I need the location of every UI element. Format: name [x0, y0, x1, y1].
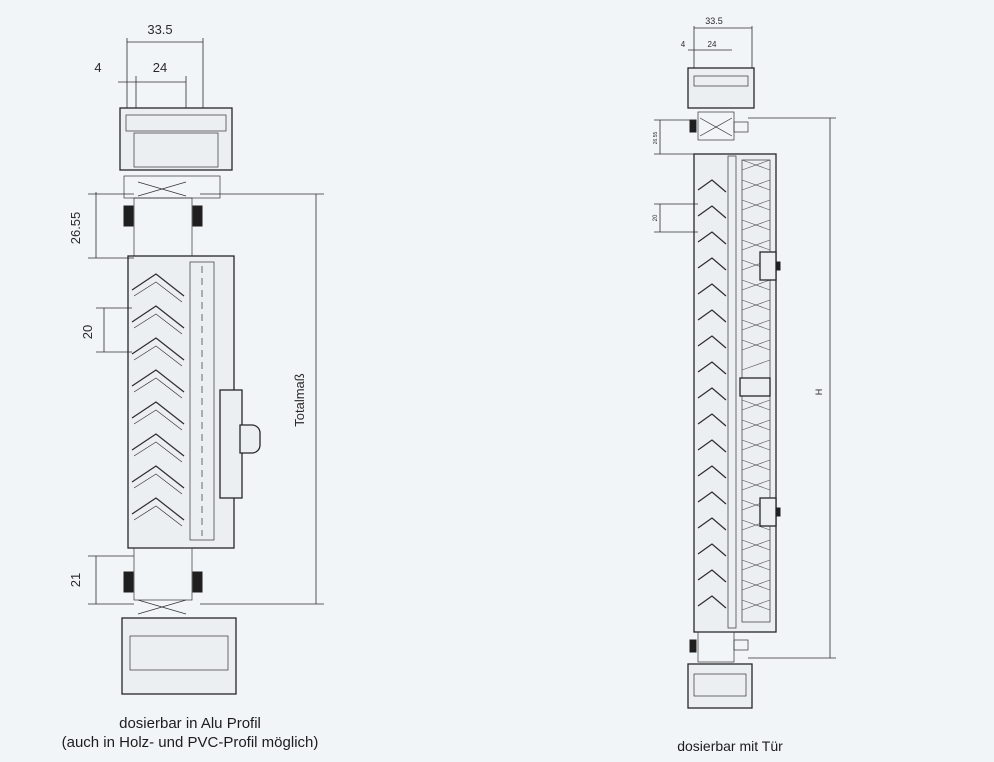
left-dim-20-label: 20 [80, 325, 95, 339]
left-louvres [131, 273, 185, 527]
left-caption: dosierbar in Alu Profil (auch in Holz- u… [20, 714, 360, 752]
left-cassette-body [127, 255, 261, 549]
left-dim-4-24: 4 24 [94, 60, 187, 108]
left-dim-totalmass: Totalmaß [292, 373, 307, 427]
right-dim-26-55-label: 26.55 [653, 132, 659, 145]
right-dim-h-label: H [814, 389, 824, 396]
left-dim-width: 33.5 [126, 22, 204, 108]
right-dim-4: 4 [681, 40, 686, 49]
right-cassette-body [693, 153, 781, 633]
right-caption: dosierbar mit Tür [677, 738, 783, 754]
right-dim-33-5: 33.5 [705, 16, 723, 26]
left-dim-4: 4 [94, 60, 101, 75]
right-louvres [697, 179, 727, 609]
left-dim-26-55: 26.55 [68, 192, 134, 259]
right-bottom-frame [687, 631, 753, 709]
left-dim-21-label: 21 [68, 573, 83, 587]
left-top-frame [119, 107, 233, 257]
right-dim-width: 33.5 4 24 [681, 16, 753, 68]
left-dim-20: 20 [80, 307, 132, 353]
left-dim-26-55-label: 26.55 [68, 212, 83, 245]
right-hatched-panel [741, 159, 771, 611]
right-top-frame [687, 67, 755, 141]
right-section-drawing: 33.5 4 24 [653, 16, 836, 709]
right-dim-20-label: 20 [653, 214, 659, 221]
right-dim-24: 24 [708, 40, 717, 49]
left-dim-33-5: 33.5 [147, 22, 172, 37]
left-bottom-frame [121, 547, 237, 695]
left-section-drawing: 33.5 4 24 [68, 22, 324, 695]
right-dim-20: 20 [653, 203, 698, 233]
left-dim-21: 21 [68, 555, 134, 605]
left-dim-24: 24 [153, 60, 167, 75]
right-dim-26-55: 26.55 [653, 119, 696, 155]
right-dim-h: H [748, 117, 836, 659]
left-caption-line1: dosierbar in Alu Profil [119, 715, 261, 732]
left-caption-line2: (auch in Holz- und PVC-Profil möglich) [61, 734, 319, 751]
left-dim-total: Totalmaß [200, 193, 324, 605]
